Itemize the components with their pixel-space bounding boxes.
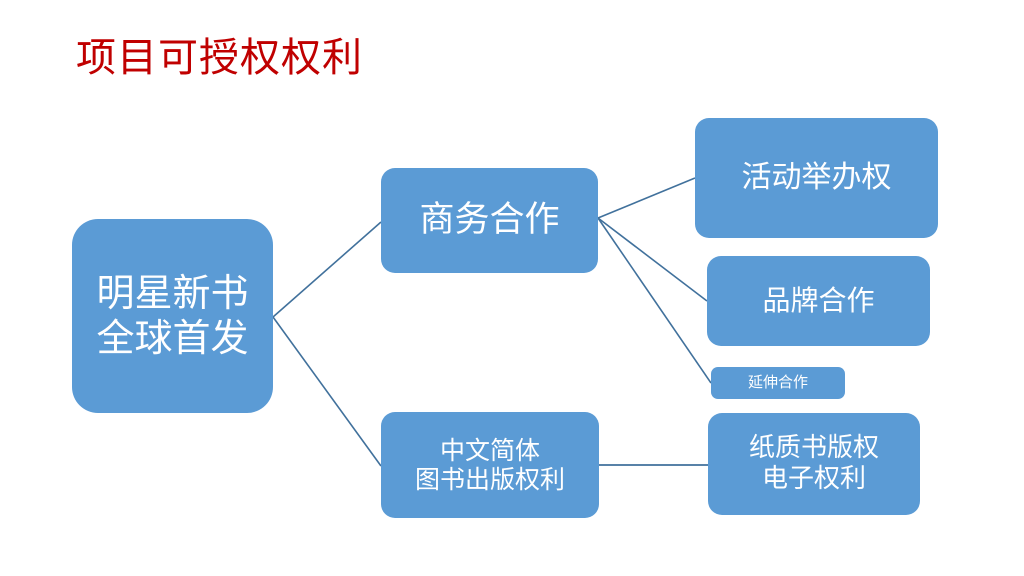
node-event-hosting-rights[interactable]: 活动举办权 [695,118,938,238]
page-title: 项目可授权权利 [76,35,363,81]
node-print-and-electronic-rights[interactable]: 纸质书版权 电子权利 [708,413,920,515]
node-business-cooperation[interactable]: 商务合作 [381,168,598,273]
connector-business-to-brand-coop [597,217,708,302]
node-root[interactable]: 明星新书 全球首发 [72,219,273,413]
connector-root-to-business [272,221,382,318]
node-extended-cooperation[interactable]: 延伸合作 [711,367,845,399]
connector-root-to-chinese-rights [272,316,382,467]
node-chinese-simplified-publishing-rights[interactable]: 中文简体 图书出版权利 [381,412,599,518]
connector-business-to-extended-coop [597,217,712,384]
connector-business-to-event-rights [597,177,696,219]
node-brand-cooperation[interactable]: 品牌合作 [707,256,930,346]
